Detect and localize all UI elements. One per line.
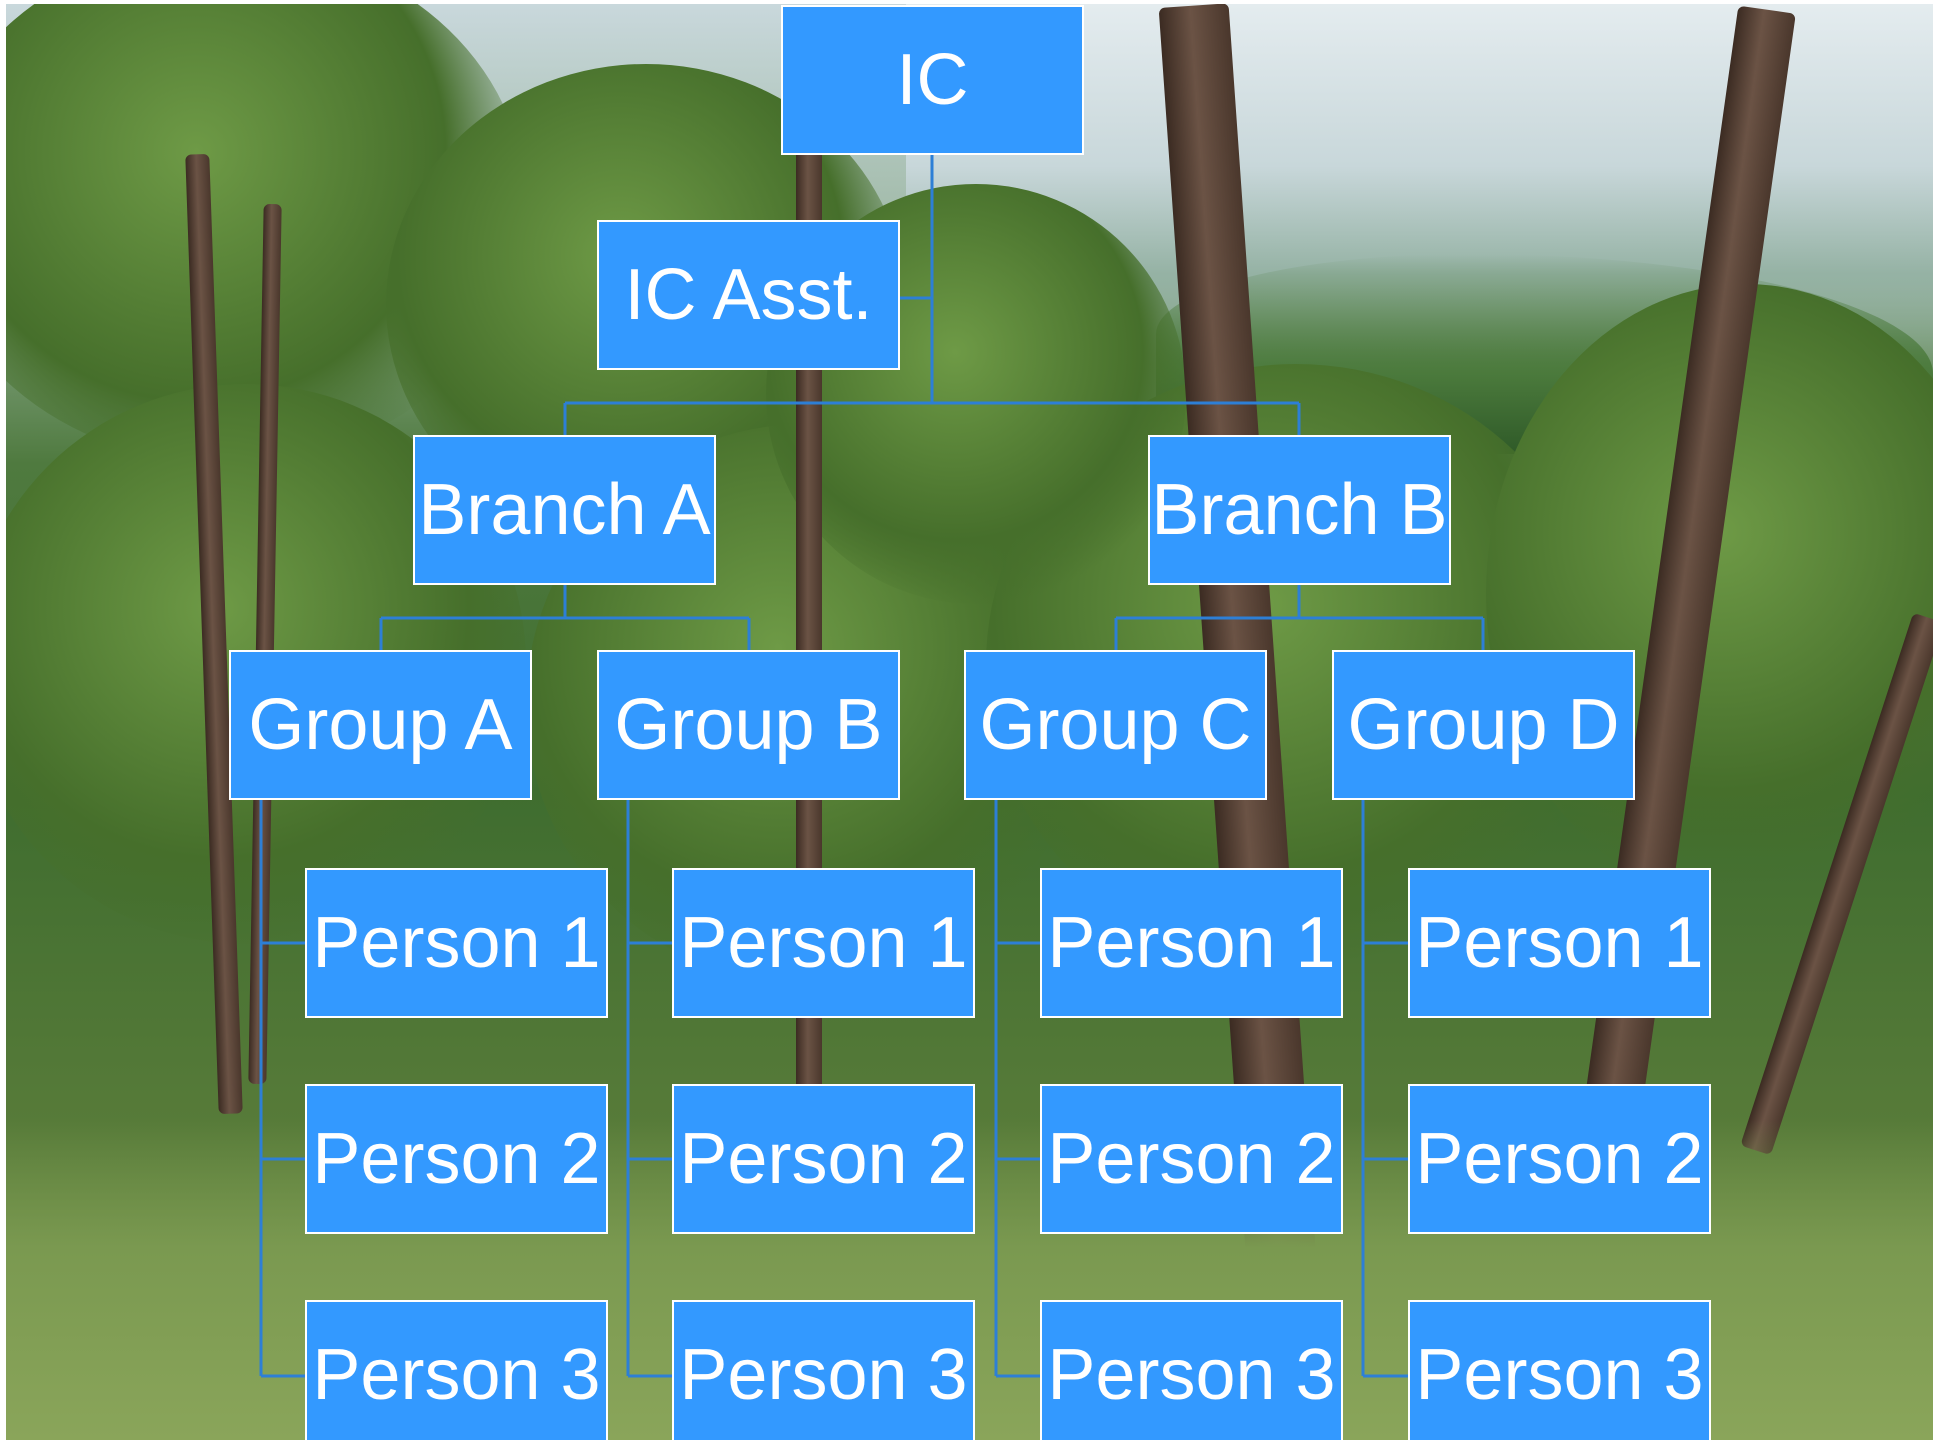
node-person: Person 2 — [305, 1084, 608, 1234]
node-person: Person 3 — [1040, 1300, 1343, 1440]
node-person: Person 3 — [305, 1300, 608, 1440]
node-group-b: Group B — [597, 650, 900, 800]
node-person: Person 2 — [672, 1084, 975, 1234]
node-person: Person 3 — [1408, 1300, 1711, 1440]
node-person: Person 1 — [305, 868, 608, 1018]
node-person: Person 2 — [1040, 1084, 1343, 1234]
node-person: Person 2 — [1408, 1084, 1711, 1234]
node-person: Person 1 — [1408, 868, 1711, 1018]
node-branch-b: Branch B — [1148, 435, 1451, 585]
node-branch-a: Branch A — [413, 435, 716, 585]
node-person: Person 1 — [1040, 868, 1343, 1018]
node-ic: IC — [781, 5, 1084, 155]
node-ic-assistant: IC Asst. — [597, 220, 900, 370]
node-person: Person 1 — [672, 868, 975, 1018]
node-group-c: Group C — [964, 650, 1267, 800]
node-person: Person 3 — [672, 1300, 975, 1440]
node-group-a: Group A — [229, 650, 532, 800]
node-group-d: Group D — [1332, 650, 1635, 800]
